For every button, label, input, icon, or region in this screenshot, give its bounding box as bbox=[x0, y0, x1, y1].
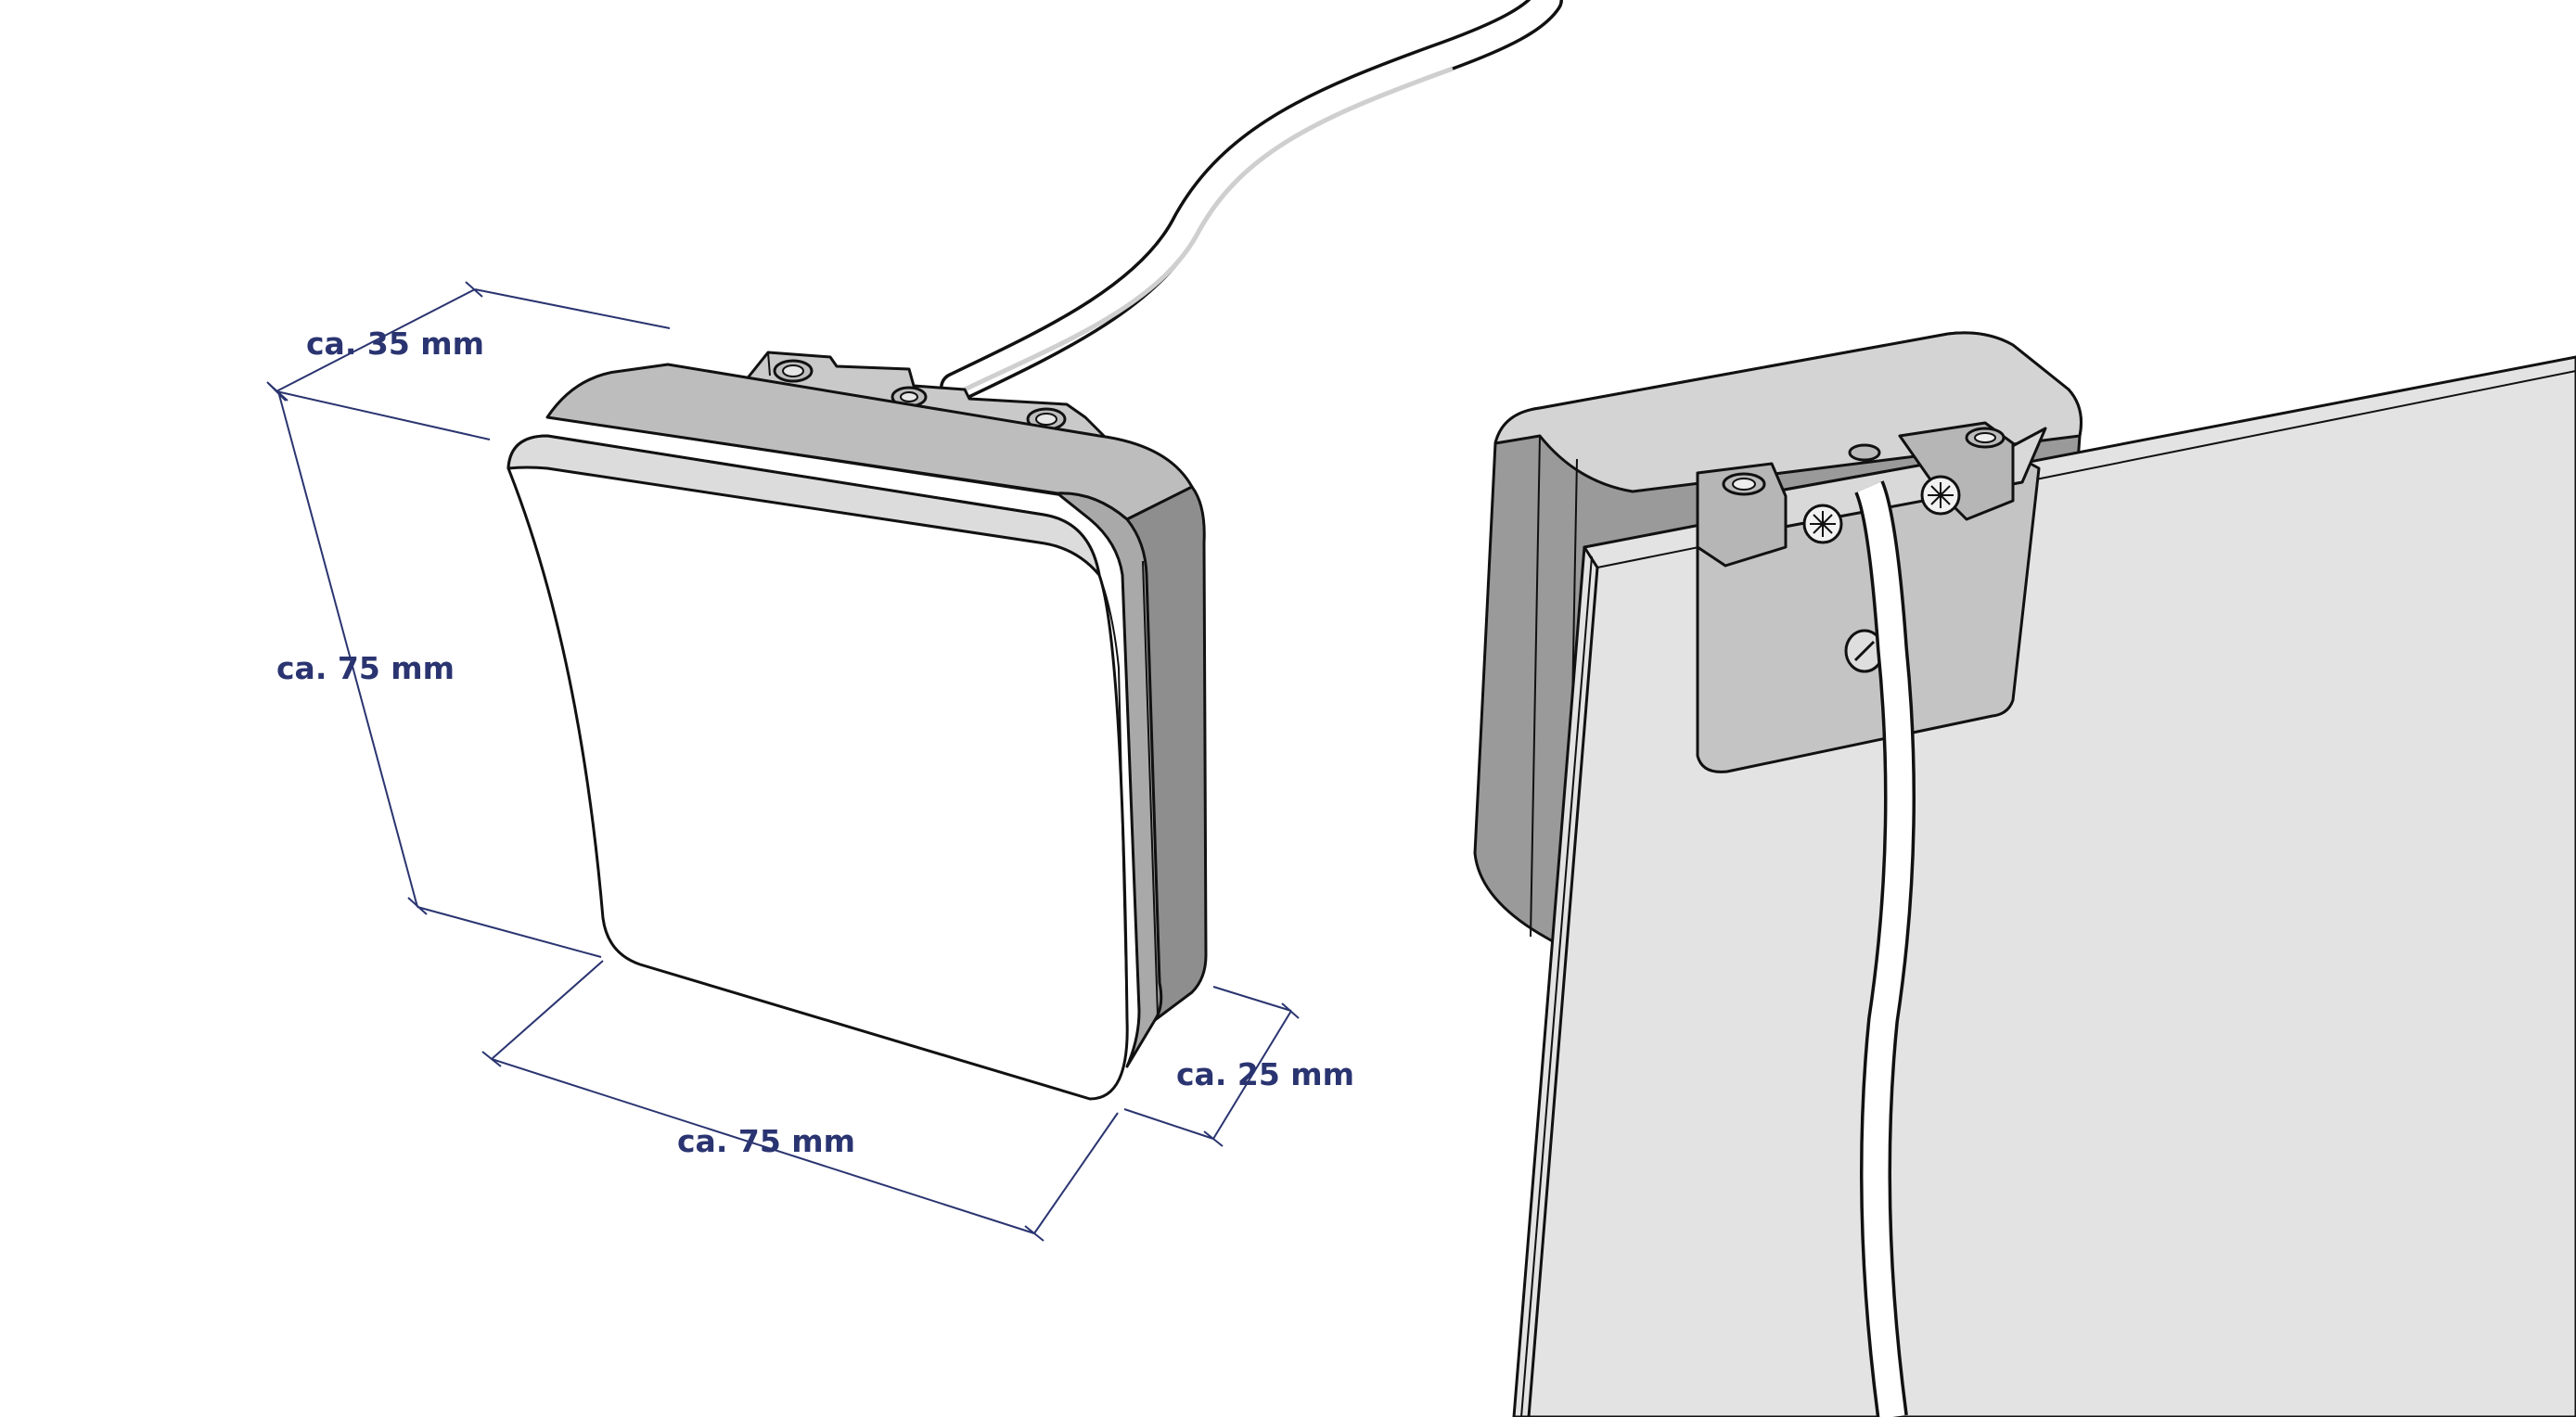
box-right-bevel bbox=[1056, 491, 1163, 1068]
mount-depth-label: ca. 25 mm bbox=[1176, 1056, 1354, 1092]
mount-depth-dimension-line bbox=[1123, 1108, 1214, 1140]
mounted-cable bbox=[1854, 480, 1916, 1417]
depth-dimension-line bbox=[276, 288, 476, 392]
dimension-labels: ca. 35 mm ca. 75 mm ca. 75 mm ca. 25 mm bbox=[276, 326, 1354, 1159]
mounting-bracket bbox=[1696, 421, 2047, 773]
height-dimension-line bbox=[277, 390, 418, 908]
depth-label: ca. 35 mm bbox=[306, 326, 484, 362]
power-cable bbox=[940, 0, 1563, 403]
device-mounted-view bbox=[1473, 331, 2576, 1417]
width-dimension-line bbox=[491, 1058, 1035, 1234]
screw-hole-icon bbox=[1848, 443, 1881, 462]
dimension-annotations bbox=[266, 281, 1300, 1242]
device-box-front-view bbox=[506, 0, 1563, 1101]
height-label: ca. 75 mm bbox=[276, 650, 455, 686]
width-label: ca. 75 mm bbox=[677, 1123, 855, 1159]
